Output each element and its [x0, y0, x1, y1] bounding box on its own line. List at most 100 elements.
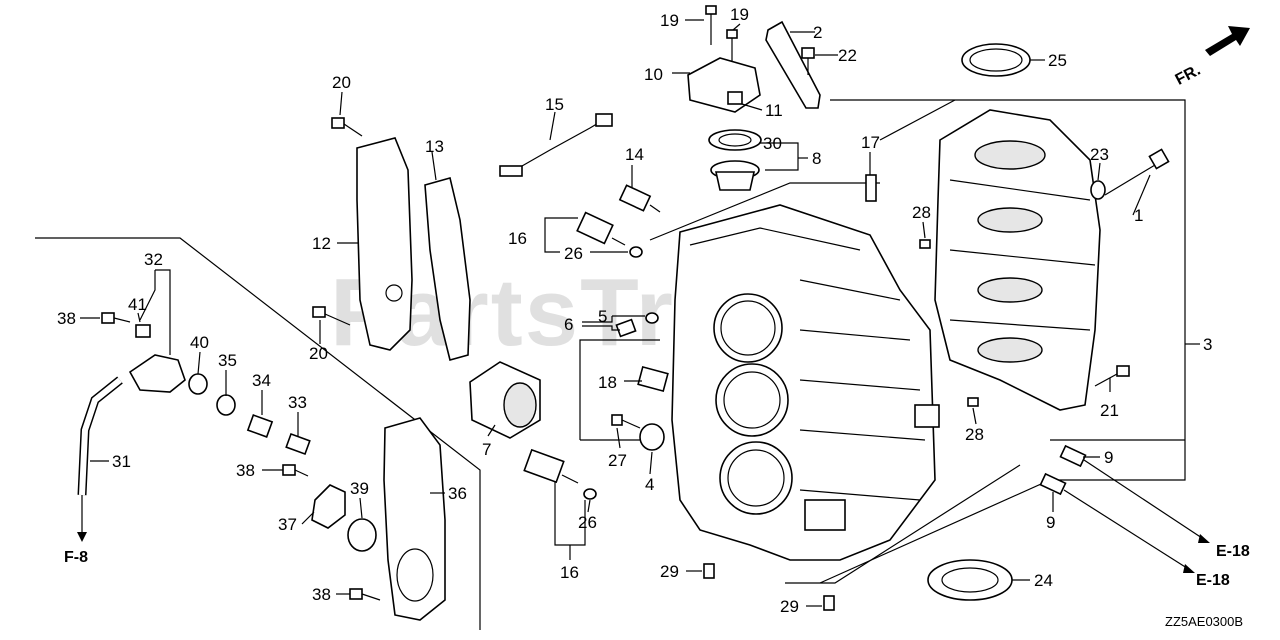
bolt-19a[interactable]: [705, 5, 717, 45]
washer-6[interactable]: [645, 312, 659, 324]
bolt-22[interactable]: [801, 47, 815, 75]
o-ring-39[interactable]: [347, 518, 377, 552]
region-lines: [35, 99, 1186, 630]
pin-28a[interactable]: [919, 239, 931, 249]
callout-29b: 29: [780, 597, 799, 616]
washer-35[interactable]: [216, 394, 236, 416]
oil-filter-7[interactable]: [469, 361, 541, 439]
callout-33: 33: [288, 393, 307, 412]
callout-27: 27: [608, 451, 627, 470]
o-ring-25[interactable]: [961, 43, 1031, 77]
callout-20a: 20: [332, 73, 351, 92]
plug-9a[interactable]: [1059, 444, 1087, 468]
callout-32: 32: [144, 250, 163, 269]
collar-41[interactable]: [135, 324, 151, 338]
leader-lines: [77, 19, 1210, 607]
callout-30: 30: [763, 134, 782, 153]
callout-12: 12: [312, 234, 331, 253]
callout-34: 34: [252, 371, 271, 390]
callout-20b: 20: [309, 344, 328, 363]
cylinder-bore-3: [719, 441, 793, 515]
pin-29b[interactable]: [823, 595, 835, 611]
callout-19a: 19: [660, 11, 679, 30]
plug-9b[interactable]: [1039, 472, 1067, 496]
washer-26b[interactable]: [583, 488, 597, 500]
callout-2: 2: [813, 23, 822, 42]
cylinder-block[interactable]: [671, 204, 940, 561]
cover-12[interactable]: [356, 137, 413, 351]
callout-8: 8: [812, 149, 821, 168]
callout-9b: 9: [1046, 513, 1055, 532]
callout-24: 24: [1034, 571, 1053, 590]
bolt-38a[interactable]: [101, 312, 131, 324]
bolt-38c[interactable]: [349, 588, 381, 601]
callout-4: 4: [645, 475, 654, 494]
plug-17[interactable]: [865, 174, 877, 202]
bearing-24[interactable]: [927, 559, 1013, 601]
bracket-2[interactable]: [765, 20, 821, 109]
reference-e18-top[interactable]: E-18: [1216, 543, 1250, 560]
plug-18[interactable]: [637, 365, 669, 393]
plug-5[interactable]: [615, 318, 637, 338]
callout-1: 1: [1134, 206, 1143, 225]
front-direction-label: FR.: [1173, 62, 1204, 89]
bolt-19b[interactable]: [726, 29, 738, 62]
thermostat-cover[interactable]: [687, 57, 761, 113]
callout-3: 3: [1203, 335, 1212, 354]
washer-23[interactable]: [1090, 180, 1106, 200]
callout-39: 39: [350, 479, 369, 498]
callout-9a: 9: [1104, 448, 1113, 467]
bolt-38b[interactable]: [282, 464, 309, 477]
callout-16a: 16: [508, 229, 527, 248]
thermostat-8[interactable]: [710, 160, 760, 191]
cover-36[interactable]: [383, 417, 446, 621]
hose-31[interactable]: [77, 376, 123, 496]
callout-16b: 16: [560, 563, 579, 582]
gasket-13[interactable]: [424, 177, 471, 361]
diagram-code: ZZ5AE0300B: [1165, 614, 1243, 629]
callout-35: 35: [218, 351, 237, 370]
callout-36: 36: [448, 484, 467, 503]
o-ring-40[interactable]: [188, 373, 208, 395]
reference-f8[interactable]: F-8: [64, 549, 88, 566]
callout-26b: 26: [578, 513, 597, 532]
callout-6: 6: [564, 315, 573, 334]
pin-28b[interactable]: [967, 397, 979, 407]
callout-labels: 19 19 2 22 10 11 25 20 15 30 8 13 17 23 …: [57, 5, 1212, 616]
callout-5: 5: [598, 307, 607, 326]
seal-30[interactable]: [708, 129, 762, 151]
callout-41: 41: [128, 295, 147, 314]
spring-33[interactable]: [285, 432, 311, 456]
callout-13: 13: [425, 137, 444, 156]
sensor-15[interactable]: [499, 113, 613, 177]
callout-18: 18: [598, 373, 617, 392]
crankcase[interactable]: [934, 109, 1101, 411]
callout-31: 31: [112, 452, 131, 471]
washer-26a[interactable]: [629, 246, 643, 258]
spring-34[interactable]: [246, 414, 274, 438]
reference-e18-bottom[interactable]: E-18: [1196, 572, 1230, 589]
callout-17: 17: [861, 133, 880, 152]
callout-38a: 38: [57, 309, 76, 328]
mount-4[interactable]: [639, 423, 665, 451]
callout-19b: 19: [730, 5, 749, 24]
callout-37: 37: [278, 515, 297, 534]
callout-22: 22: [838, 46, 857, 65]
callout-29a: 29: [660, 562, 679, 581]
bolt-1[interactable]: [1104, 148, 1170, 196]
callout-14: 14: [625, 145, 644, 164]
bolt-20a[interactable]: [331, 117, 363, 137]
callout-23: 23: [1090, 145, 1109, 164]
bolt-20b[interactable]: [312, 306, 351, 326]
bolt-27[interactable]: [611, 414, 641, 429]
sensor-16b[interactable]: [523, 448, 579, 484]
valve-37[interactable]: [311, 484, 346, 529]
callout-26a: 26: [564, 244, 583, 263]
bolt-21[interactable]: [1094, 365, 1130, 387]
callout-38b: 38: [236, 461, 255, 480]
sensor-16a[interactable]: [576, 211, 626, 246]
fitting-32[interactable]: [128, 354, 186, 393]
sensor-14[interactable]: [618, 184, 661, 213]
callout-11: 11: [765, 101, 783, 120]
pin-29a[interactable]: [703, 563, 715, 579]
